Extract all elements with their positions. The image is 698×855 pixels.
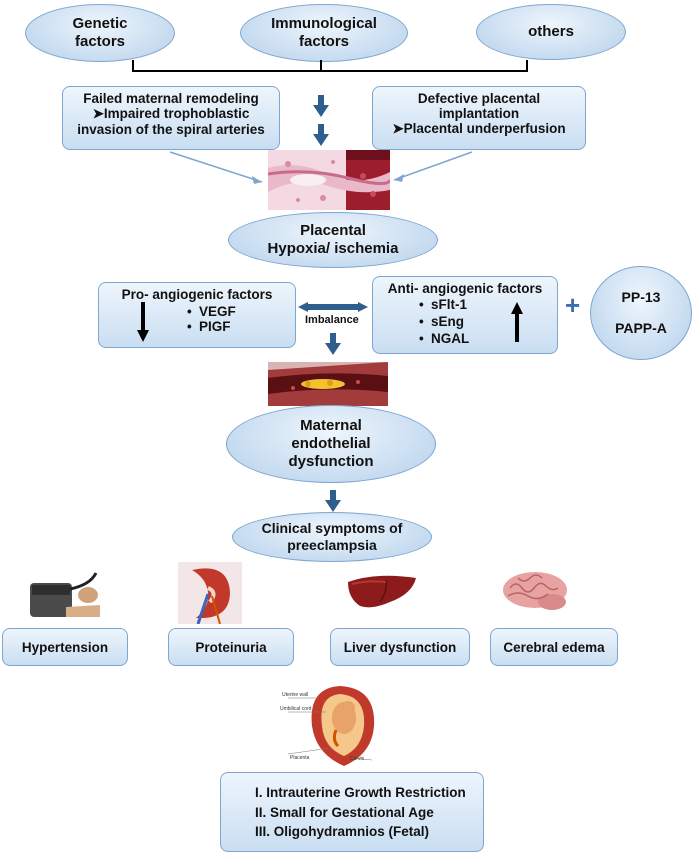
down-arrow-icon [313, 95, 329, 117]
fetal-outcome-sga: II. Small for Gestational Age [255, 804, 434, 820]
fetal-outcome-oligohydramnios: III. Oligohydramnios (Fetal) [255, 824, 430, 840]
defective-placentation-box: Defective placental implantation ➤Placen… [372, 86, 586, 150]
endothelium-illustration [268, 362, 388, 406]
pro-angiogenic-title: Pro- angiogenic factors [121, 287, 273, 302]
defective-placentation-title: Defective placental implantation [417, 91, 541, 121]
failed-remodeling-title: Failed maternal remodeling [83, 91, 259, 106]
imbalance-label: Imbalance [305, 314, 359, 326]
failed-remodeling-detail: ➤Impaired trophoblastic invasion of the … [77, 106, 265, 137]
sflt1-item: sFlt-1 [419, 297, 549, 314]
connector-arrows [169, 151, 473, 184]
bracket-center-tick [320, 60, 322, 72]
genetic-factors-node: Genetic factors [25, 4, 175, 62]
liver-dysfunction-box: Liver dysfunction [330, 628, 470, 666]
kidney-icon [178, 562, 242, 624]
hypertension-box: Hypertension [2, 628, 128, 666]
ngal-item: NGAL [419, 331, 549, 348]
defective-placentation-detail: ➤Placental underperfusion [392, 121, 566, 136]
bracket-right-tick [526, 60, 528, 72]
brain-icon [503, 572, 567, 610]
plus-sign: + [565, 290, 581, 320]
bracket-left-tick [132, 60, 134, 72]
fetus-label-placenta: Placenta [290, 755, 310, 761]
blood-pressure-cuff-icon [30, 572, 100, 617]
placental-hypoxia-node: Placental Hypoxia/ ischemia [228, 212, 438, 268]
imbalance-double-arrow-icon [298, 302, 368, 312]
fetus-uterus-illustration [287, 686, 375, 766]
others-node: others [476, 4, 626, 60]
vegf-item: VEGF [187, 304, 287, 319]
proteinuria-label: Proteinuria [195, 639, 267, 655]
proteinuria-box: Proteinuria [168, 628, 294, 666]
pigf-item: PIGF [187, 319, 287, 334]
seng-item: sEng [419, 314, 549, 331]
fetal-outcomes-box: I. Intrauterine Growth Restriction II. S… [220, 772, 484, 852]
bracket-line [132, 70, 528, 72]
spiral-artery-illustration [268, 150, 390, 210]
anti-angiogenic-box: Anti- angiogenic factors sFlt-1 sEng NGA… [372, 276, 558, 354]
fetal-outcome-iugr: I. Intrauterine Growth Restriction [255, 785, 466, 800]
anti-angiogenic-title: Anti- angiogenic factors [387, 281, 543, 296]
fetus-label-uterine-wall: Uterine wall [282, 692, 309, 698]
biomarkers-node: PP-13 PAPP-A [590, 266, 692, 360]
up-arrow-icon [511, 302, 523, 342]
immunological-factors-node: Immunological factors [240, 4, 408, 62]
cerebral-edema-label: Cerebral edema [503, 639, 605, 655]
hypertension-label: Hypertension [21, 639, 109, 655]
fetus-label-umbilical-cord: Umbilical cord [280, 706, 312, 712]
liver-icon [348, 575, 416, 608]
clinical-symptoms-node: Clinical symptoms of preeclampsia [232, 512, 432, 562]
cerebral-edema-box: Cerebral edema [490, 628, 618, 666]
down-arrow-icon [137, 302, 149, 342]
endothelial-dysfunction-node: Maternal endothelial dysfunction [226, 405, 436, 483]
down-arrow-icon [325, 333, 341, 355]
down-arrow-icon [325, 490, 341, 512]
down-arrow-icon [313, 124, 329, 146]
fetus-label-cervix: Cervix [350, 756, 365, 762]
liver-dysfunction-label: Liver dysfunction [343, 639, 457, 655]
pro-angiogenic-box: Pro- angiogenic factors VEGF PIGF [98, 282, 296, 348]
failed-remodeling-box: Failed maternal remodeling ➤Impaired tro… [62, 86, 280, 150]
